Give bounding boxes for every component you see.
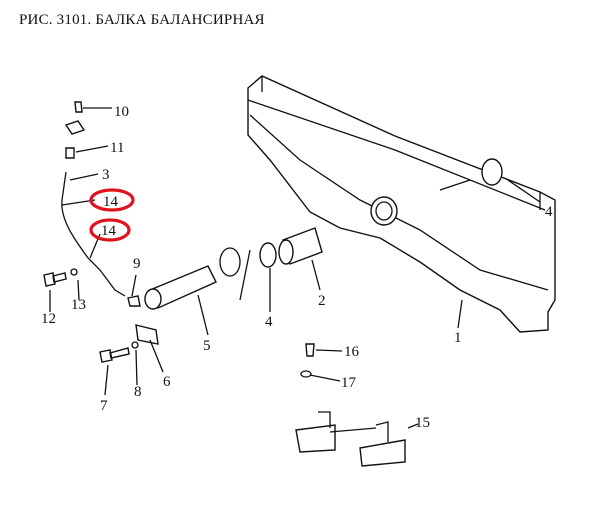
- bolt-part: [99, 347, 130, 363]
- bolt-part: [43, 272, 67, 287]
- support-bracket-part: [295, 411, 406, 467]
- callout-8: 8: [134, 384, 142, 400]
- leader-lines: [49, 107, 541, 429]
- grease-tube-part: [61, 171, 126, 297]
- adapter-part: [65, 147, 75, 159]
- highlight-circle: [89, 188, 135, 212]
- callout-17: 17: [341, 375, 357, 391]
- seal-ring-part: [259, 242, 277, 268]
- callout-16: 16: [344, 344, 360, 360]
- washer-part: [131, 341, 139, 349]
- callout-3: 3: [102, 167, 110, 183]
- balance-beam-part: [247, 75, 556, 333]
- pin-part: [144, 265, 217, 310]
- washer-part: [219, 247, 241, 277]
- callout-14-highlighted: 14: [101, 223, 117, 239]
- washer-part: [70, 268, 78, 276]
- grease-fitting-part: [74, 101, 83, 113]
- callout-4: 4: [545, 204, 553, 220]
- callout-7: 7: [100, 398, 108, 414]
- callout-13: 13: [71, 297, 86, 313]
- bolt-part: [305, 343, 315, 357]
- figure-title: РИС. 3101. БАЛКА БАЛАНСИРНАЯ: [19, 12, 265, 28]
- bushing-part: [278, 227, 323, 265]
- callout-14-highlighted: 14: [103, 194, 119, 210]
- callout-5: 5: [203, 338, 211, 354]
- callout-15: 15: [415, 415, 430, 431]
- elbow-part: [127, 295, 141, 307]
- callout-1: 1: [454, 330, 462, 346]
- callout-9: 9: [133, 256, 141, 272]
- callout-2: 2: [318, 293, 326, 309]
- callout-6: 6: [163, 374, 171, 390]
- callout-11: 11: [110, 140, 124, 156]
- highlight-circle: [89, 218, 131, 242]
- lock-plate-part: [135, 324, 159, 345]
- seal-ring-part: [481, 158, 503, 186]
- callout-12: 12: [41, 311, 56, 327]
- connector-block-part: [64, 120, 86, 135]
- callout-10: 10: [114, 104, 129, 120]
- washer-part: [300, 370, 312, 378]
- callout-4: 4: [265, 314, 273, 330]
